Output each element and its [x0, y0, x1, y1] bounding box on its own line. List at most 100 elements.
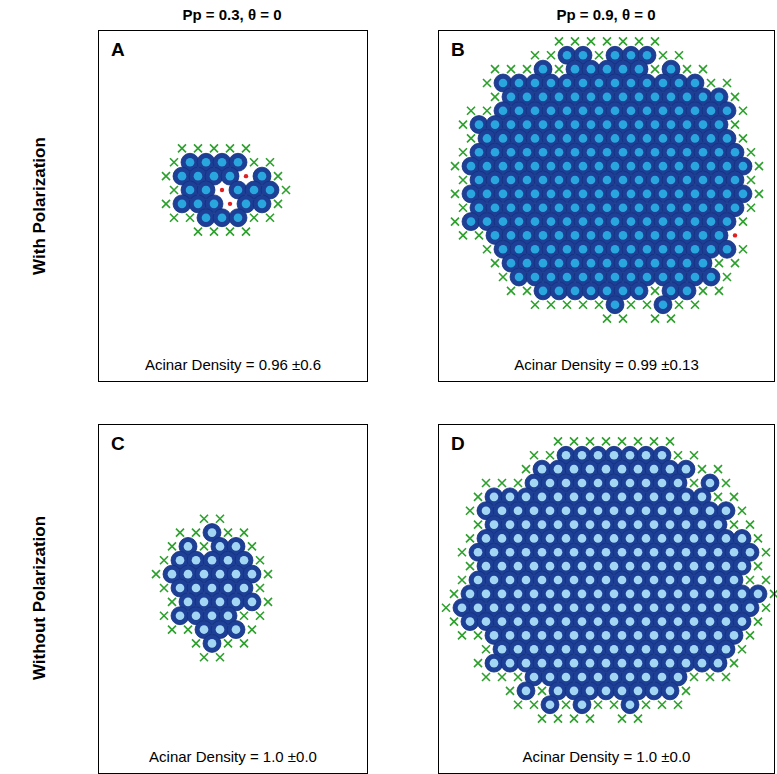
cell-nucleus [571, 203, 580, 212]
cell-nucleus [635, 287, 644, 296]
cell-nucleus [538, 576, 547, 585]
cell-nucleus [666, 659, 675, 668]
cell-nucleus [618, 548, 627, 557]
cell-nucleus [563, 273, 572, 282]
cell-nucleus [626, 590, 635, 599]
cell-nucleus [248, 570, 257, 579]
cell-nucleus [682, 493, 691, 502]
cell-nucleus [216, 625, 225, 634]
cell-nucleus [690, 617, 699, 626]
cell-nucleus [658, 534, 667, 543]
cell-nucleus [595, 190, 604, 199]
cell-nucleus [706, 562, 715, 571]
cell-nucleus [224, 584, 233, 593]
boundary-mark [643, 301, 651, 309]
cell-nucleus [506, 548, 515, 557]
cell-nucleus [675, 273, 684, 282]
boundary-mark [754, 618, 762, 626]
cell-nucleus [466, 617, 475, 626]
cell-body [510, 268, 528, 286]
cell-nucleus [555, 203, 564, 212]
cell-nucleus [730, 548, 739, 557]
boundary-mark [747, 148, 755, 156]
boundary-mark [274, 172, 282, 180]
cell-nucleus [258, 200, 267, 209]
cell-nucleus [208, 584, 217, 593]
cell-nucleus [691, 273, 700, 282]
cell-nucleus [522, 603, 531, 612]
boundary-mark [715, 259, 723, 267]
cell-nucleus [467, 162, 476, 171]
boundary-mark [194, 144, 202, 152]
cell-nucleus [707, 162, 716, 171]
boundary-mark [248, 542, 256, 550]
cell-nucleus [216, 598, 225, 607]
boundary-mark [739, 107, 747, 115]
cell-nucleus [707, 190, 716, 199]
cell-nucleus [658, 506, 667, 515]
cell-nucleus [466, 590, 475, 599]
boundary-mark [474, 493, 482, 501]
cell-nucleus [626, 645, 635, 654]
cell-nucleus [651, 148, 660, 157]
cell-nucleus [514, 562, 523, 571]
cell-nucleus [563, 217, 572, 226]
cell-nucleus [586, 687, 595, 696]
cell-nucleus [522, 493, 531, 502]
boundary-mark [168, 598, 176, 606]
cell-nucleus [619, 148, 628, 157]
cell-nucleus [634, 576, 643, 585]
row-label: With Polarization [30, 137, 50, 275]
cell-nucleus [658, 451, 667, 460]
cell-nucleus [651, 203, 660, 212]
boundary-mark [200, 653, 208, 661]
cell-nucleus [539, 120, 548, 129]
cell-nucleus [707, 273, 716, 282]
cell-nucleus [571, 65, 580, 74]
boundary-mark [562, 701, 570, 709]
cell-nucleus [618, 576, 627, 585]
cell-nucleus [507, 148, 516, 157]
boundary-mark [571, 37, 579, 45]
cell-nucleus [635, 176, 644, 185]
cell-nucleus [491, 203, 500, 212]
cell-nucleus [635, 259, 644, 268]
cell-nucleus [210, 200, 219, 209]
cell-nucleus [515, 79, 524, 88]
cell-nucleus [722, 590, 731, 599]
boundary-mark [634, 715, 642, 723]
cell-nucleus [643, 273, 652, 282]
cell-nucleus [611, 217, 620, 226]
cell-nucleus [642, 617, 651, 626]
cell-nucleus [714, 576, 723, 585]
cell-nucleus [626, 451, 635, 460]
cell-nucleus [474, 603, 483, 612]
boundary-mark [555, 65, 563, 73]
boundary-mark [618, 715, 626, 723]
cell-nucleus [642, 506, 651, 515]
cell-nucleus [706, 645, 715, 654]
cell-nucleus [643, 51, 652, 60]
cell-nucleus [627, 162, 636, 171]
cell-nucleus [691, 162, 700, 171]
boundary-mark [739, 245, 747, 253]
cell-nucleus [547, 79, 556, 88]
cell-nucleus [539, 148, 548, 157]
cell-nucleus [514, 590, 523, 599]
cell-nucleus [586, 631, 595, 640]
boundary-mark [459, 204, 467, 212]
cell-nucleus [523, 203, 532, 212]
cell-nucleus [723, 245, 732, 254]
cell-nucleus [208, 611, 217, 620]
cell-nucleus [579, 134, 588, 143]
cell-nucleus [475, 148, 484, 157]
boundary-mark [152, 570, 160, 578]
boundary-mark [170, 158, 178, 166]
cell-nucleus [531, 134, 540, 143]
cell-nucleus [491, 120, 500, 129]
cell-nucleus [715, 176, 724, 185]
boundary-mark [531, 51, 539, 59]
cell-nucleus [699, 203, 708, 212]
cell-nucleus [603, 93, 612, 102]
